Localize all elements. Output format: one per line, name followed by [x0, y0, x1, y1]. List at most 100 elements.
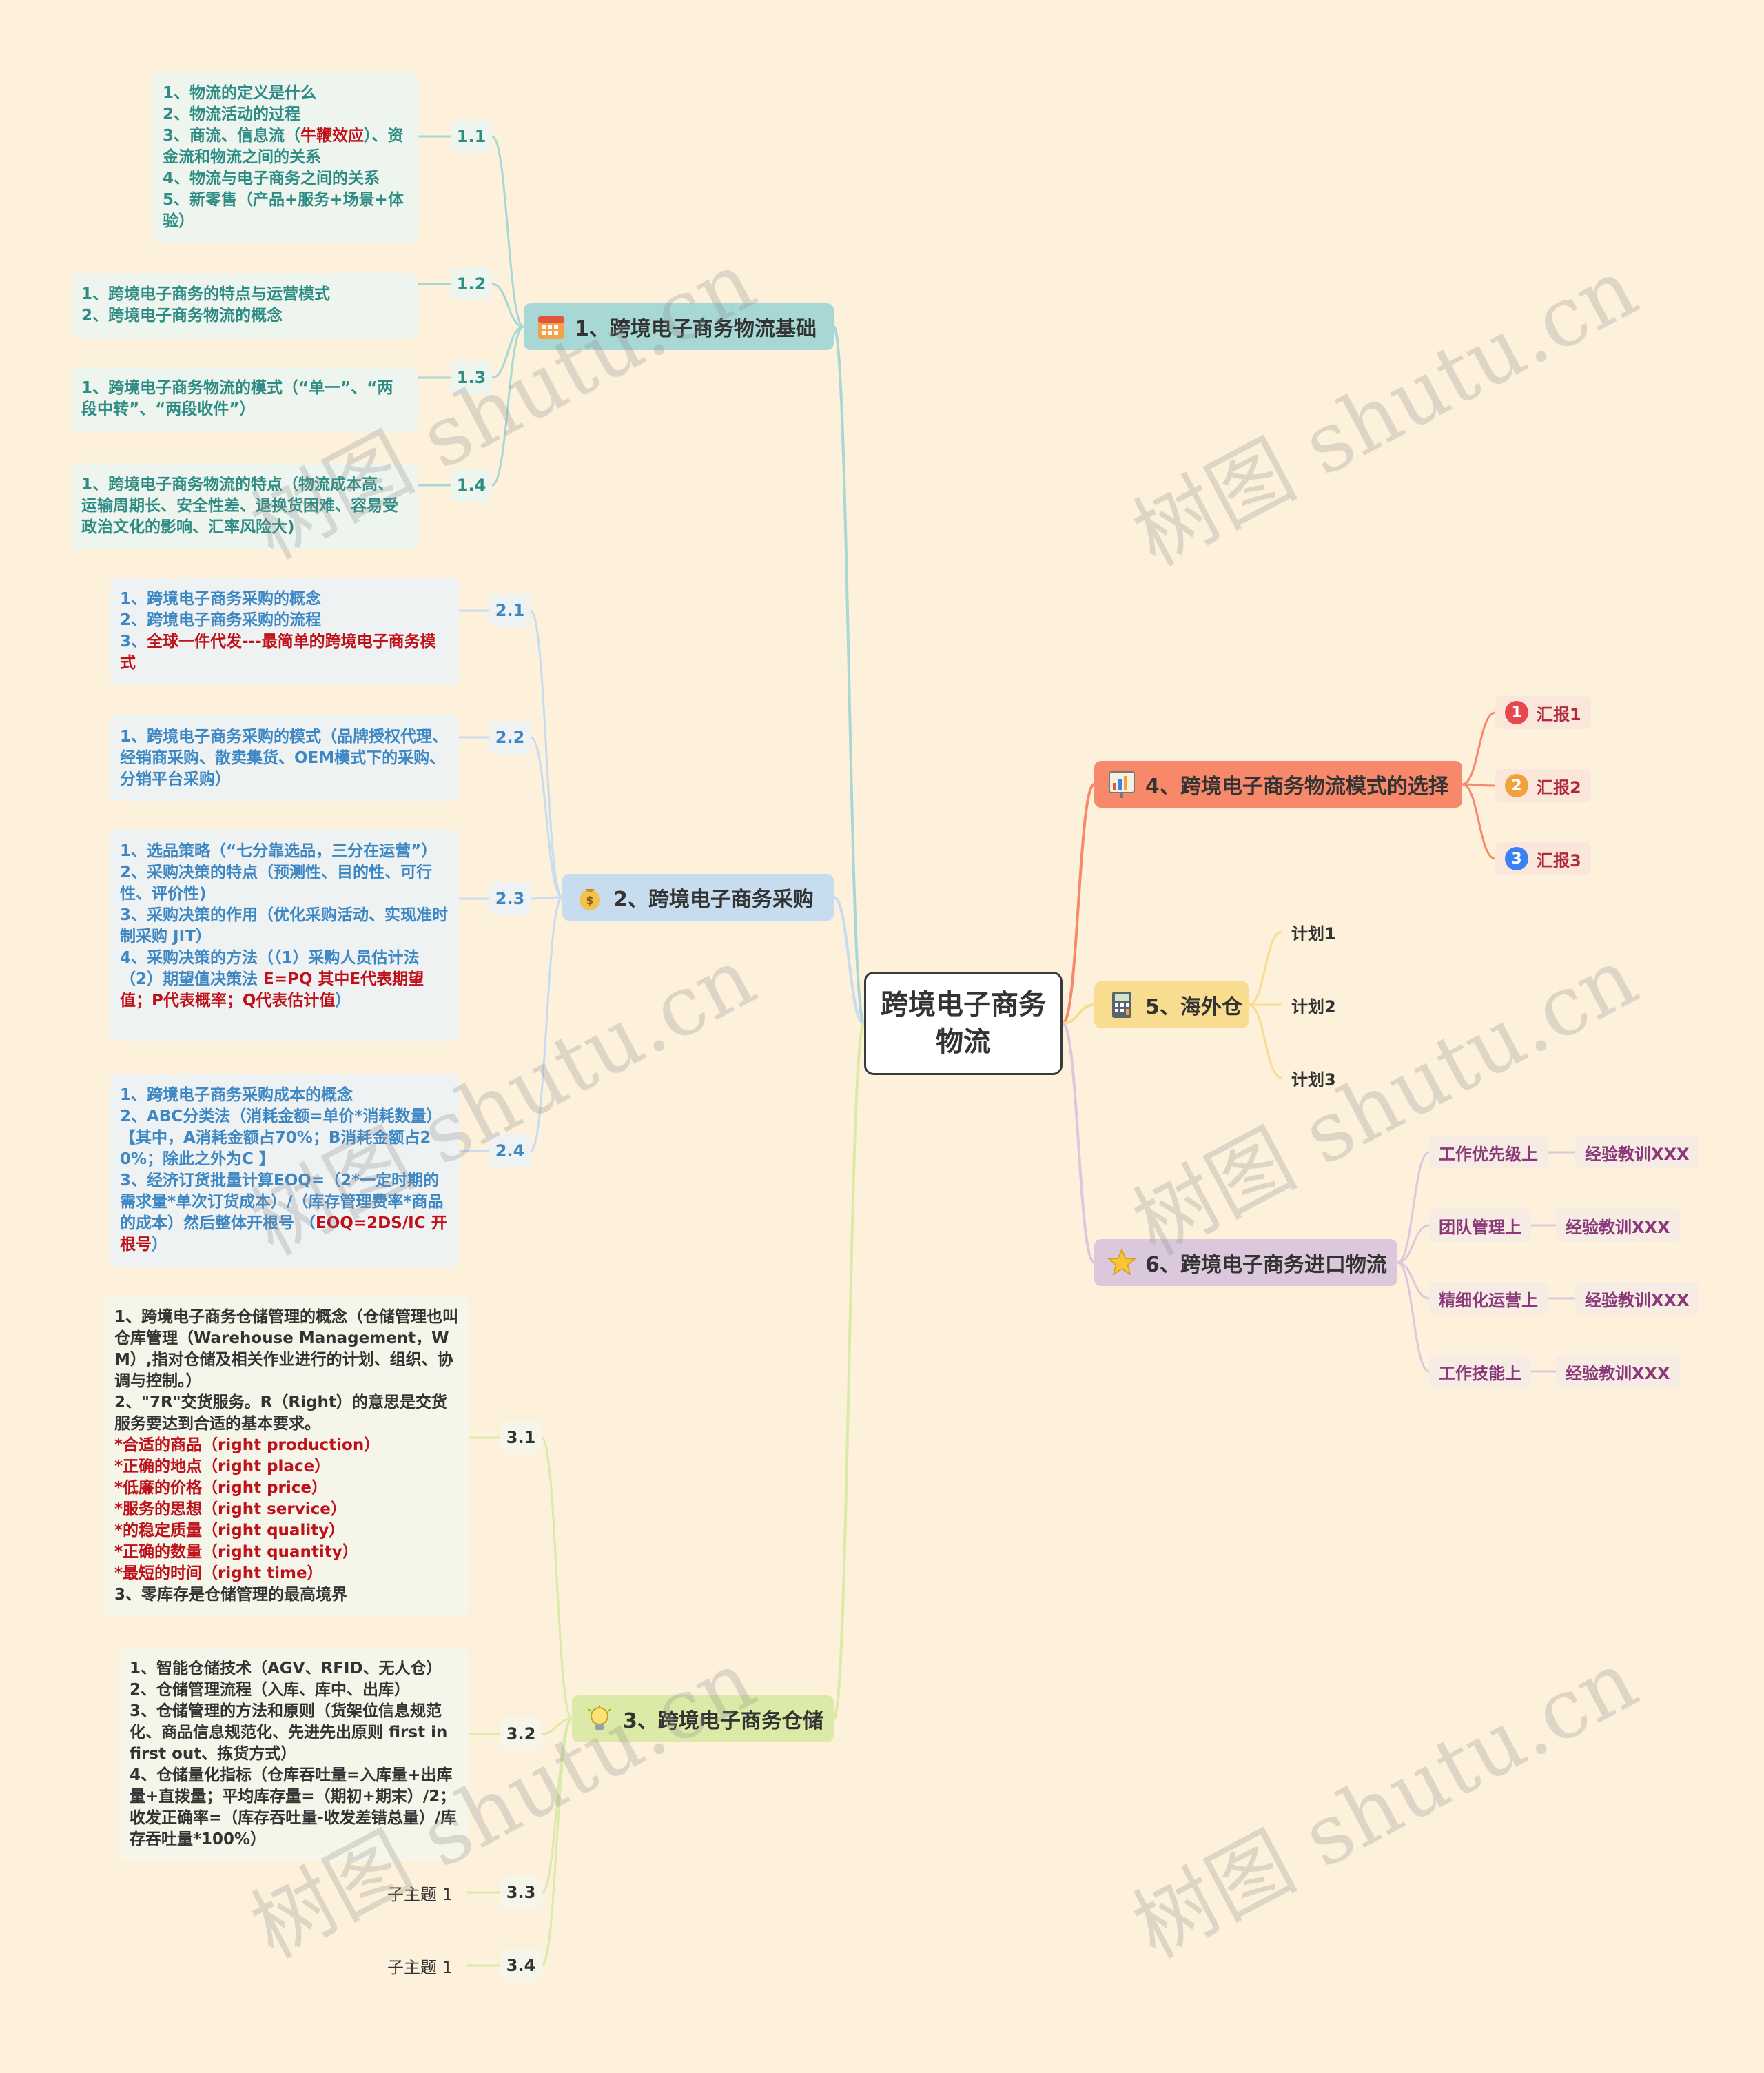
highlight-text: *服务的思想（right service） — [114, 1500, 347, 1518]
connector-line — [832, 325, 865, 1025]
note-text: ） — [152, 1236, 167, 1254]
branch-logistics-mode[interactable]: 4、跨境电子商务物流模式的选择 — [1094, 761, 1462, 808]
note-box[interactable]: 1、跨境电子商务采购的模式（品牌授权代理、经销商采购、散卖集货、OEM模式下的采… — [110, 715, 459, 801]
connector-line — [491, 283, 524, 328]
branch-import-logistics[interactable]: 6、跨境电子商务进口物流 — [1094, 1239, 1397, 1286]
subtopic-2-3[interactable]: 2.3 — [489, 882, 531, 915]
note-line: 3、仓储管理的方法和原则（货架位信息规范化、商品信息规范化、先进先出原则 fir… — [130, 1701, 459, 1765]
subtopic-3-1[interactable]: 3.1 — [500, 1421, 542, 1454]
note-box[interactable]: 1、智能仓储技术（AGV、RFID、无人仓）2、仓储管理流程（入库、库中、出库）… — [120, 1647, 469, 1861]
branch-procurement[interactable]: $ 2、跨境电子商务采购 — [562, 874, 834, 921]
subtopic-2-4[interactable]: 2.4 — [489, 1134, 531, 1167]
number-badge: 3 — [1505, 847, 1528, 870]
subtopic-1-2[interactable]: 1.2 — [451, 267, 492, 300]
note-text: 1、跨境电子商务采购的模式（品牌授权代理、经销商采购、散卖集货、OEM模式下的采… — [120, 728, 449, 788]
note-box[interactable]: 1、选品策略（“七分靠选品，三分在运营”） 2、采购决策的特点（预测性、目的性、可… — [110, 830, 459, 1041]
note-line: 1、智能仓储技术（AGV、RFID、无人仓） — [130, 1658, 459, 1679]
note-text: 1、跨境电子商务仓储管理的概念（仓储管理也叫仓库管理（Warehouse Man… — [114, 1308, 459, 1390]
lightbulb-icon — [588, 1705, 611, 1730]
subtopic-placeholder[interactable]: 子主题 1 — [387, 1884, 453, 1904]
note-text: 1、智能仓储技术（AGV、RFID、无人仓） — [130, 1660, 442, 1677]
connector-line — [1248, 930, 1282, 1006]
subtopic-3-4[interactable]: 3.4 — [500, 1949, 542, 1982]
plan-item-2[interactable]: 计划2 — [1291, 997, 1336, 1017]
connector-line — [530, 896, 563, 900]
highlight-text: *最短的时间（right time） — [114, 1564, 323, 1582]
note-box[interactable]: 1、跨境电子商务物流的特点（物流成本高、运输周期长、安全性差、退换货困难、容易受… — [72, 463, 418, 549]
note-text: 1、选品策略（“七分靠选品，三分在运营”） — [120, 842, 438, 860]
subtopic-2-1[interactable]: 2.1 — [489, 594, 531, 627]
note-box[interactable]: 1、跨境电子商务仓储管理的概念（仓储管理也叫仓库管理（Warehouse Man… — [105, 1296, 469, 1617]
note-line: 1、跨境电子商务采购成本的概念 — [120, 1085, 449, 1106]
connector-line — [540, 1717, 573, 1967]
highlight-text: *低廉的价格（right price） — [114, 1479, 328, 1497]
note-text: 2、物流活动的过程 — [163, 105, 301, 123]
highlight-text: E=PQ 其中E代表期望值；P代表概率；Q代表估计值 — [120, 970, 424, 1010]
note-box[interactable]: 1、跨境电子商务物流的模式（“单一”、“两段中转”、“两段收件”） — [72, 367, 418, 431]
connector-line — [1397, 1261, 1430, 1300]
plan-item-1[interactable]: 计划1 — [1291, 923, 1336, 943]
note-line: 2、采购决策的特点（预测性、目的性、可行性、评价性) — [120, 862, 449, 905]
note-line: 2、ABC分类法（消耗金额=单价*消耗数量）【其中，A消耗金额占70%；B消耗金… — [120, 1106, 449, 1170]
svg-text:$: $ — [586, 894, 593, 907]
lesson-leaf-2[interactable]: 经验教训XXX — [1556, 1209, 1680, 1242]
connector-line — [1248, 1003, 1282, 1079]
plan-item-3[interactable]: 计划3 — [1291, 1070, 1336, 1090]
subtopic-3-3[interactable]: 3.3 — [500, 1876, 542, 1909]
subtopic-1-3[interactable]: 1.3 — [451, 361, 492, 394]
subtopic-placeholder[interactable]: 子主题 1 — [387, 1957, 453, 1977]
star-icon — [1107, 1248, 1136, 1276]
connector-line — [540, 1436, 573, 1720]
note-line: 1、跨境电子商务物流的特点（物流成本高、运输周期长、安全性差、退换货困难、容易受… — [81, 474, 408, 538]
connector-line — [491, 135, 524, 328]
subtopic-1-1[interactable]: 1.1 — [451, 120, 492, 153]
calendar-icon — [538, 316, 564, 339]
note-text: 1、跨境电子商务采购的概念 — [120, 590, 322, 608]
import-aspect-4[interactable]: 工作技能上 — [1429, 1355, 1531, 1388]
connector-line — [529, 609, 564, 899]
number-badge: 2 — [1505, 774, 1528, 797]
import-aspect-3[interactable]: 精细化运营上 — [1429, 1282, 1548, 1315]
note-line: 1、跨境电子商务的特点与运营模式 — [81, 284, 408, 305]
note-line: 1、选品策略（“七分靠选品，三分在运营”） — [120, 841, 449, 862]
branch-warehousing[interactable]: 3、跨境电子商务仓储 — [572, 1695, 834, 1742]
highlight-text: *合适的商品（right production） — [114, 1436, 380, 1454]
note-line: 3、采购决策的作用（优化采购活动、实现准时制采购 JIT） — [120, 905, 449, 948]
note-line: 1、跨境电子商务物流的模式（“单一”、“两段中转”、“两段收件”） — [81, 378, 408, 420]
connector-line — [1397, 1261, 1430, 1373]
note-box[interactable]: 1、跨境电子商务采购的概念 2、跨境电子商务采购的流程 3、全球一件代发---最简单… — [110, 578, 459, 685]
number-badge: 1 — [1505, 701, 1528, 724]
note-line: 4、采购决策的方法（（1）采购人员估计法（2）期望值决策法 E=PQ 其中E代表… — [120, 948, 449, 1012]
note-line: 4、物流与电子商务之间的关系 — [163, 168, 408, 190]
note-text: 4、物流与电子商务之间的关系 — [163, 170, 380, 187]
branch-logistics-basics[interactable]: 1、跨境电子商务物流基础 — [524, 303, 834, 350]
connector-line — [1397, 1224, 1430, 1264]
root-topic[interactable]: 跨境电子商务物流 — [864, 972, 1063, 1075]
money-bag-icon: $ — [580, 889, 600, 910]
note-text: 2、跨境电子商务采购的流程 — [120, 611, 322, 629]
connector-line — [833, 896, 865, 1025]
import-aspect-2[interactable]: 团队管理上 — [1429, 1209, 1531, 1242]
connector-line — [491, 325, 524, 487]
lesson-leaf-3[interactable]: 经验教训XXX — [1575, 1282, 1699, 1315]
import-aspect-1[interactable]: 工作优先级上 — [1429, 1136, 1548, 1169]
connector-line — [1061, 783, 1096, 1025]
subtopic-3-2[interactable]: 3.2 — [500, 1717, 542, 1750]
note-line: 4、仓储量化指标（仓库吞吐量=入库量+出库量+直拨量；平均库存量=（期初+期末）… — [130, 1765, 459, 1850]
note-text: 3、 — [120, 633, 147, 651]
note-line: *服务的思想（right service） — [114, 1499, 459, 1520]
subtopic-2-2[interactable]: 2.2 — [489, 721, 531, 754]
note-text: 3、仓储管理的方法和原则（货架位信息规范化、商品信息规范化、先进先出原则 fir… — [130, 1702, 448, 1763]
highlight-text: 全球一件代发---最简单的跨境电子商务模式 — [120, 633, 436, 672]
subtopic-1-4[interactable]: 1.4 — [451, 469, 492, 502]
lesson-leaf-4[interactable]: 经验教训XXX — [1556, 1355, 1680, 1388]
lesson-leaf-1[interactable]: 经验教训XXX — [1575, 1136, 1699, 1169]
branch-overseas-warehouse[interactable]: 5、海外仓 — [1094, 981, 1249, 1028]
